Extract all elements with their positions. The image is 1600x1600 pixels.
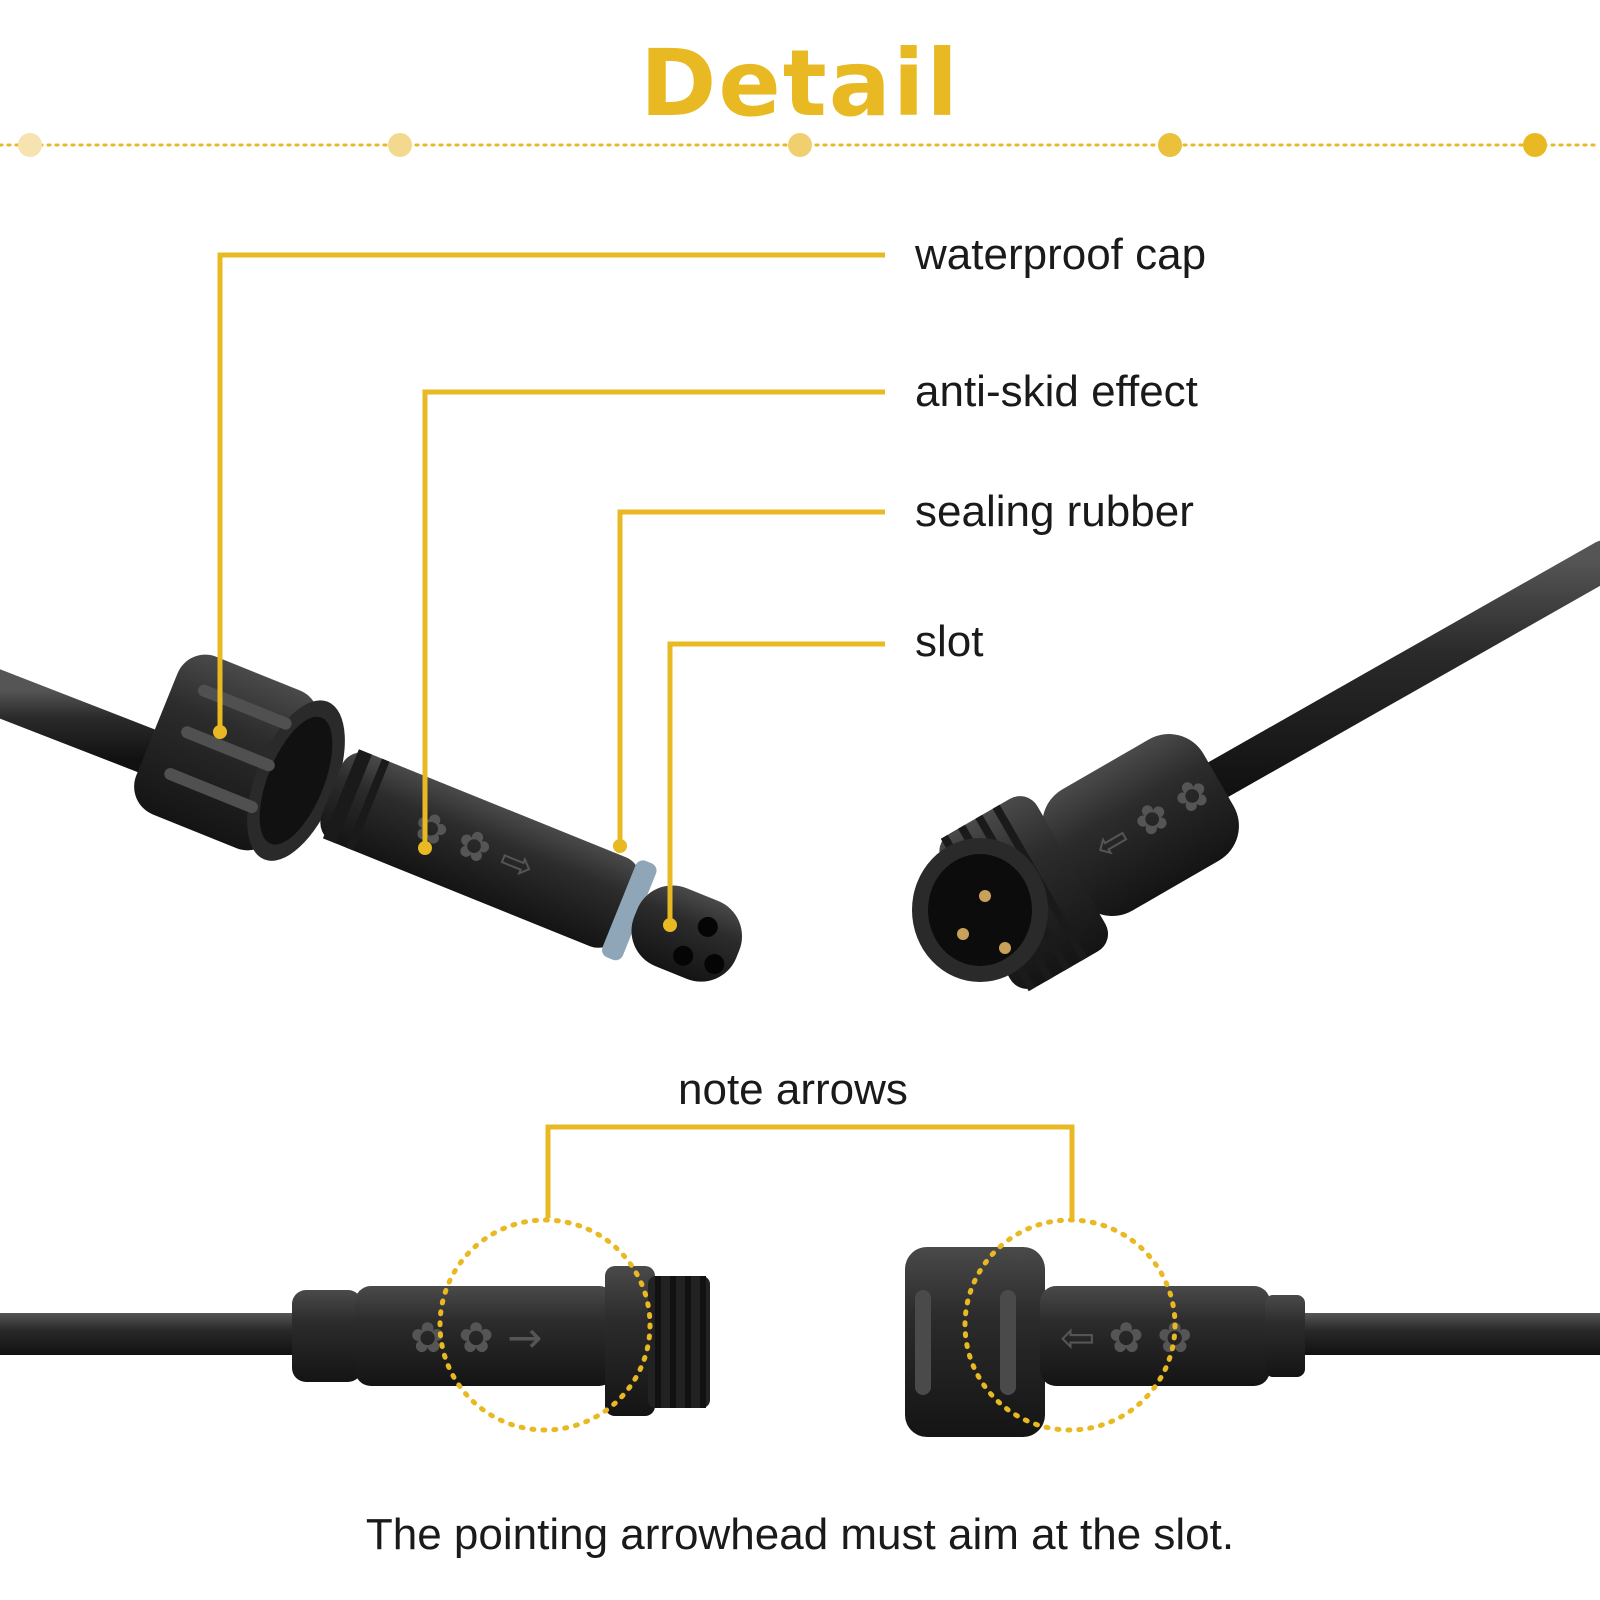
label-slot: slot — [915, 617, 984, 666]
label-sealing-rubber: sealing rubber — [915, 487, 1194, 536]
female-connector: ✿ ✿ ⇨ — [0, 654, 743, 982]
callout-dot-slot — [663, 918, 677, 932]
bottom-male-connector: ✿ ✿ → — [0, 1266, 710, 1416]
highlight-circle-right — [962, 1217, 1178, 1433]
label-waterproof-cap: waterproof cap — [915, 230, 1207, 279]
callout-dot-cap — [213, 725, 227, 739]
label-note-arrows: note arrows — [678, 1065, 908, 1114]
bottom-female-connector: ⇦ ✿ ✿ — [905, 1247, 1600, 1437]
callout-lines — [217, 252, 885, 925]
label-anti-skid-effect: anti-skid effect — [915, 367, 1198, 416]
highlight-circle-left — [437, 1217, 653, 1433]
footer-instruction: The pointing arrowhead must aim at the s… — [365, 1510, 1235, 1559]
callout-dot-skid — [418, 841, 432, 855]
divider — [0, 133, 1600, 157]
male-connector: ⇦ ✿ ✿ — [912, 540, 1600, 992]
svg-text:✿ ✿ →: ✿ ✿ → — [410, 1313, 542, 1362]
note-bracket — [545, 1124, 1075, 1218]
callout-dot-seal — [613, 839, 627, 853]
svg-text:⇦ ✿ ✿: ⇦ ✿ ✿ — [1060, 1313, 1192, 1362]
page-title: Detail — [640, 30, 960, 137]
